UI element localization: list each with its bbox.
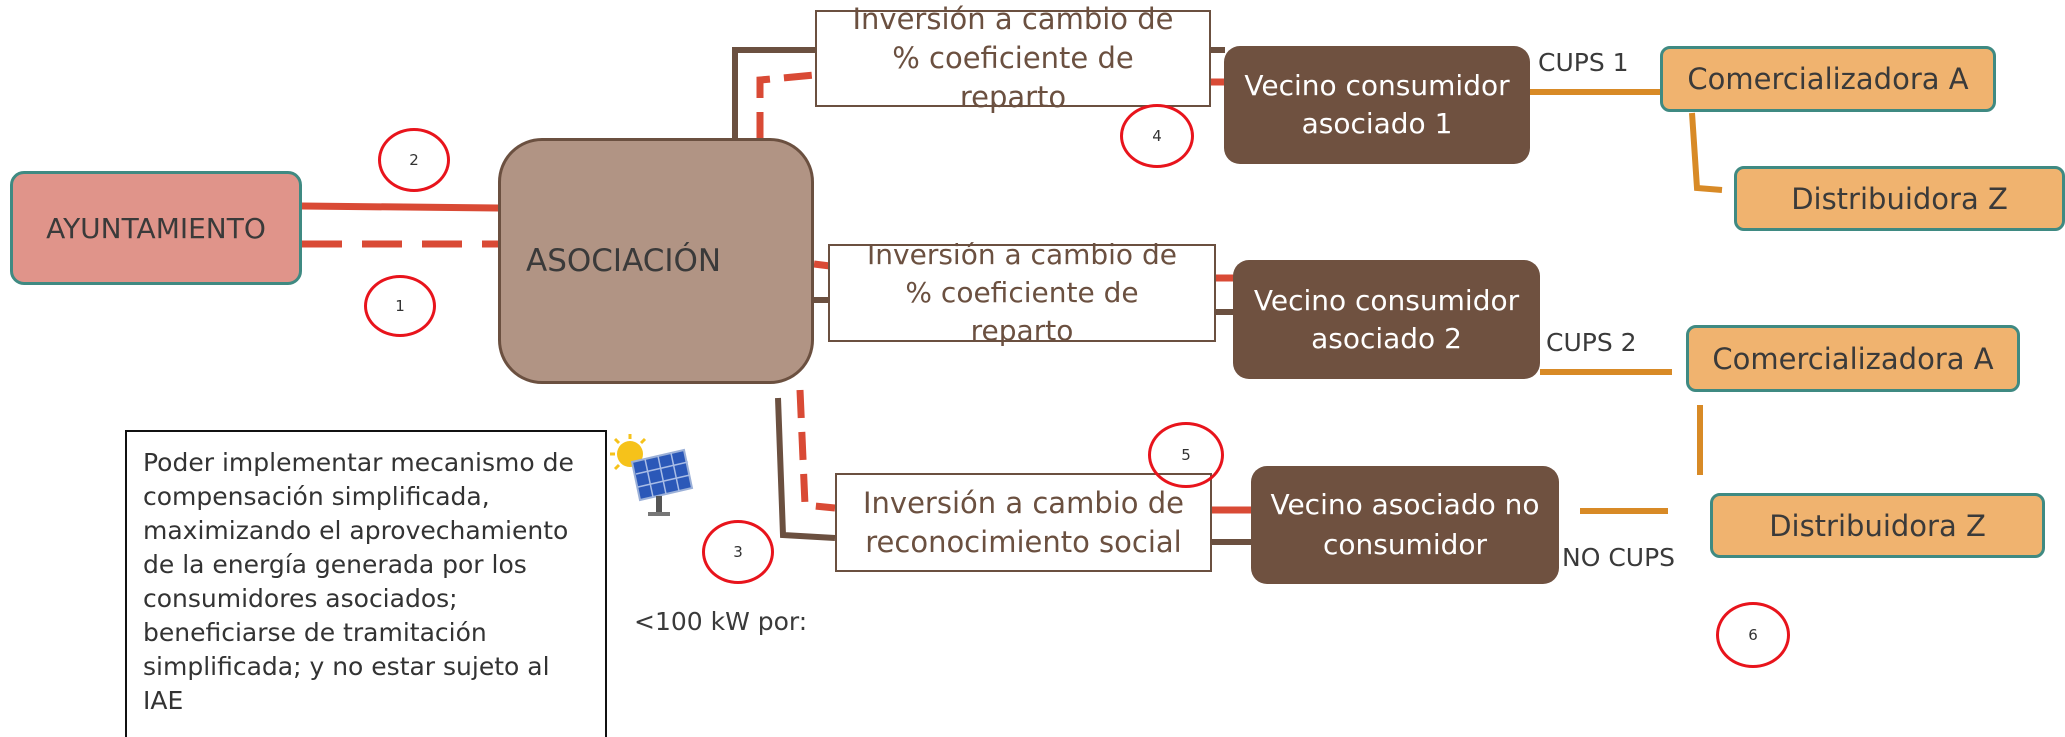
node-vecino-2-label: Vecino consumidor asociado 2 [1253,283,1520,355]
link-ayto-asoc-solid [301,202,499,212]
node-inversion-2-label: Inversión a cambio de % coeficiente de r… [867,238,1177,347]
solar-panel-icon [610,434,694,516]
link-asoc-inv3-dashed [796,389,836,512]
node-vecino-1-label: Vecino consumidor asociado 1 [1244,69,1510,140]
link-asoc-inv3-solid [775,397,836,541]
node-comercializadora-1-label: Comercializadora A [1687,62,1969,96]
link-asoc-inv1-dashed [756,71,816,140]
label-cups-1: CUPS 1 [1538,48,1629,77]
marker-3: 3 [702,520,774,584]
node-inversion-1-label: Inversión a cambio de % coeficiente de r… [852,2,1174,114]
node-inversion-3: Inversión a cambio de reconocimiento soc… [835,473,1212,572]
node-ayuntamiento-label: AYUNTAMIENTO [46,211,266,245]
node-vecino-3: Vecino asociado no consumidor [1251,466,1559,584]
label-cups-2: CUPS 2 [1546,328,1637,357]
node-distribuidora-1: Distribuidora Z [1734,166,2065,231]
node-comercializadora-2: Comercializadora A [1686,325,2020,392]
node-comercializadora-2-label: Comercializadora A [1712,341,1994,376]
link-com1-dist1 [1689,112,1723,193]
label-power: <100 kW por: [634,607,808,636]
label-no-cups: NO CUPS [1562,543,1676,572]
link-asoc-inv1-solid [732,47,815,138]
marker-2: 2 [378,128,450,192]
note-box: Poder implementar mecanismo de compensac… [125,430,607,737]
node-distribuidora-1-label: Distribuidora Z [1791,181,2008,216]
node-distribuidora-2: Distribuidora Z [1710,493,2045,558]
node-inversion-2: Inversión a cambio de % coeficiente de r… [828,238,1216,347]
link-asoc-inv2-dashed [813,260,831,270]
node-asociacion-label: ASOCIACIÓN [526,243,722,279]
node-vecino-2: Vecino consumidor asociado 2 [1233,260,1540,379]
marker-1: 1 [364,275,436,337]
marker-5: 5 [1148,422,1224,488]
node-vecino-3-label: Vecino asociado no consumidor [1270,488,1540,561]
node-inversion-1: Inversión a cambio de % coeficiente de r… [815,2,1211,114]
node-vecino-1: Vecino consumidor asociado 1 [1224,46,1530,164]
note-text: Poder implementar mecanismo de compensac… [143,448,574,715]
node-asociacion: ASOCIACIÓN [498,138,814,384]
marker-6: 6 [1716,602,1790,668]
node-comercializadora-1: Comercializadora A [1660,46,1996,112]
marker-4: 4 [1120,104,1194,168]
node-ayuntamiento: AYUNTAMIENTO [10,171,302,285]
node-inversion-3-label: Inversión a cambio de reconocimiento soc… [863,485,1184,559]
node-distribuidora-2-label: Distribuidora Z [1769,508,1986,543]
